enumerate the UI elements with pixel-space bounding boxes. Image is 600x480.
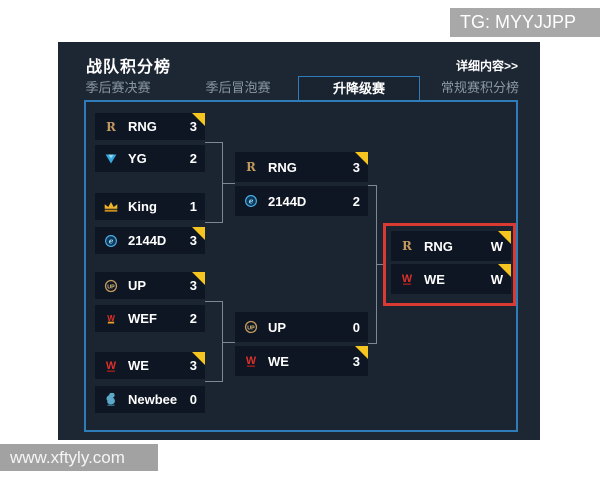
team-cell-king-r1: King 1 <box>95 193 205 220</box>
yg-logo-icon <box>100 152 122 166</box>
svg-text:e: e <box>109 236 114 245</box>
rng-logo-icon: R <box>396 239 418 253</box>
svg-text:W: W <box>106 360 117 372</box>
team-score: 3 <box>352 353 360 369</box>
up-logo-icon: UP <box>240 320 262 334</box>
team-result: W <box>490 271 503 287</box>
2144d-logo-icon: e <box>240 194 262 208</box>
svg-text:W: W <box>107 313 115 322</box>
team-name: UP <box>268 319 287 335</box>
king-logo-icon <box>100 200 122 214</box>
details-link[interactable]: 详细内容>> <box>455 59 518 73</box>
team-name: King <box>128 199 157 214</box>
tab-playoff-finals[interactable]: 季后赛决赛 <box>85 80 151 95</box>
team-cell-we-r1: W WE 3 <box>95 352 205 379</box>
team-cell-rng-final: R RNG W <box>391 231 511 261</box>
team-name: 2144D <box>268 193 307 209</box>
team-result: W <box>490 238 503 254</box>
team-score: 3 <box>189 358 197 373</box>
team-name: UP <box>128 278 147 293</box>
newbee-logo-icon <box>100 392 122 407</box>
team-score: 3 <box>189 233 197 248</box>
team-score: 2 <box>352 193 360 209</box>
team-name: RNG <box>424 238 453 254</box>
team-score: 0 <box>189 392 197 407</box>
team-score: 0 <box>352 319 360 335</box>
team-name: WE <box>268 353 289 369</box>
team-cell-2144d-r2: e 2144D 2 <box>235 186 368 216</box>
tab-bubble-match[interactable]: 季后冒泡赛 <box>205 80 271 95</box>
wef-logo-icon: W <box>100 312 122 326</box>
standings-panel: 战队积分榜 详细内容>> 季后赛决赛 季后冒泡赛 升降级赛 常规赛积分榜 R R… <box>58 42 540 440</box>
bracket-connector-final <box>368 185 377 344</box>
2144d-logo-icon: e <box>100 234 122 248</box>
team-score: 3 <box>352 159 360 175</box>
final-result-box: R RNG W W WE W <box>383 223 516 306</box>
team-name: YG <box>128 151 147 166</box>
team-cell-up-r2: UP UP 0 <box>235 312 368 342</box>
svg-text:UP: UP <box>247 325 255 331</box>
svg-text:W: W <box>402 273 413 285</box>
bracket-connector-top <box>205 142 223 223</box>
team-score: 3 <box>189 278 197 293</box>
team-score: 3 <box>189 119 197 134</box>
team-name: WE <box>128 358 149 373</box>
bracket-connector-bottom-stub <box>223 342 235 343</box>
tg-contact-tag: TG: MYYJJPP <box>450 8 600 37</box>
we-logo-icon: W <box>100 359 122 373</box>
rng-logo-icon: R <box>240 160 262 174</box>
tab-bar: 季后赛决赛 季后冒泡赛 升降级赛 常规赛积分榜 <box>58 76 540 100</box>
team-cell-up-r1: UP UP 3 <box>95 272 205 299</box>
we-logo-icon: W <box>396 272 418 286</box>
svg-text:R: R <box>402 239 412 253</box>
up-logo-icon: UP <box>100 279 122 293</box>
svg-text:e: e <box>249 197 254 206</box>
team-cell-newbee-r1: Newbee 0 <box>95 386 205 413</box>
team-cell-wef-r1: W WEF 2 <box>95 305 205 332</box>
team-cell-2144d-r1: e 2144D 3 <box>95 227 205 254</box>
svg-text:UP: UP <box>107 284 115 290</box>
svg-text:W: W <box>246 355 257 367</box>
team-cell-yg-r1: YG 2 <box>95 145 205 172</box>
team-name: RNG <box>268 159 297 175</box>
team-name: WEF <box>128 311 157 326</box>
team-name: Newbee <box>128 392 178 407</box>
team-cell-rng-r2: R RNG 3 <box>235 152 368 182</box>
svg-text:R: R <box>106 120 116 134</box>
team-name: RNG <box>128 119 157 134</box>
tab-promotion-relegation[interactable]: 升降级赛 <box>298 76 420 100</box>
team-name: 2144D <box>128 233 167 248</box>
team-cell-rng-r1: R RNG 3 <box>95 113 205 140</box>
page-title: 战队积分榜 <box>86 59 172 76</box>
rng-logo-icon: R <box>100 120 122 134</box>
bracket-connector-bottom <box>205 301 223 382</box>
team-score: 2 <box>189 311 197 326</box>
bracket-connector-final-stub <box>377 264 383 265</box>
bracket-connector-top-stub <box>223 183 235 184</box>
team-score: 1 <box>189 199 197 214</box>
tab-regular-season[interactable]: 常规赛积分榜 <box>440 80 519 95</box>
svg-text:R: R <box>246 160 256 174</box>
we-logo-icon: W <box>240 354 262 368</box>
team-score: 2 <box>189 151 197 166</box>
team-cell-we-r2: W WE 3 <box>235 346 368 376</box>
team-cell-we-final: W WE W <box>391 264 511 294</box>
site-watermark: www.xftyly.com <box>0 444 158 471</box>
team-name: WE <box>424 271 445 287</box>
